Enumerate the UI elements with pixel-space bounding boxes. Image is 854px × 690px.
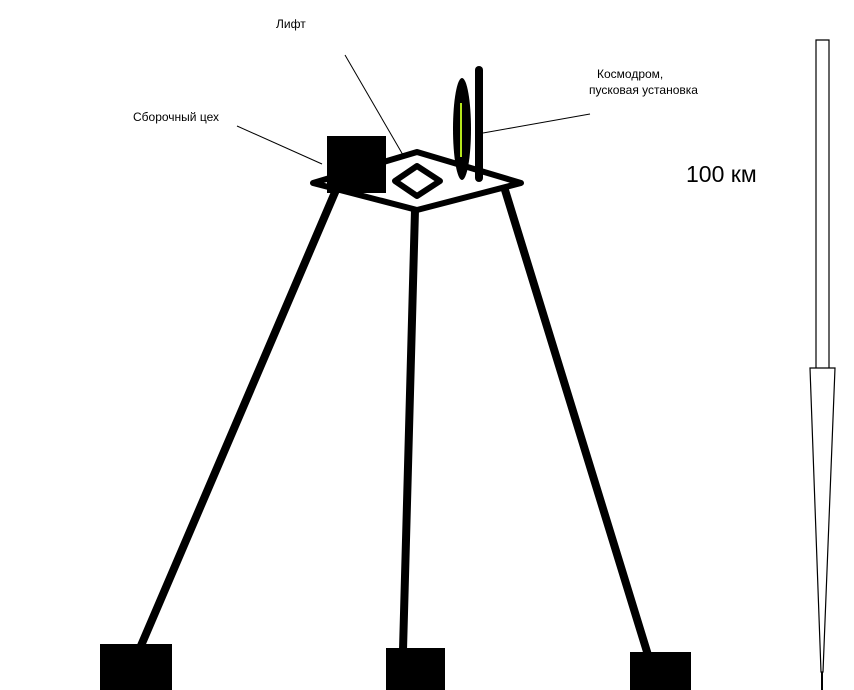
lift-label: Лифт <box>276 17 306 31</box>
lift-leader <box>344 54 404 156</box>
spaceport-label-line2: пусковая установка <box>589 83 698 97</box>
leg-middle <box>399 206 419 654</box>
anchor-right <box>630 652 691 690</box>
leg-left <box>136 186 340 652</box>
anchor-left <box>100 644 172 690</box>
leader-lines <box>236 54 591 165</box>
spaceport-label-line1: Космодром, <box>597 67 664 81</box>
space-elevator-tower <box>809 39 836 690</box>
anchor-middle <box>386 648 445 690</box>
lift-shaft <box>392 163 443 199</box>
leg-right <box>501 186 652 659</box>
height-label: 100 км <box>686 161 757 187</box>
tower-lower <box>809 367 836 673</box>
spaceport-leader <box>482 113 591 134</box>
assembly-leader <box>236 125 323 165</box>
legs <box>136 186 652 659</box>
assembly-label: Сборочный цех <box>133 110 219 124</box>
tower-upper <box>815 39 830 368</box>
assembly-building <box>327 136 386 193</box>
